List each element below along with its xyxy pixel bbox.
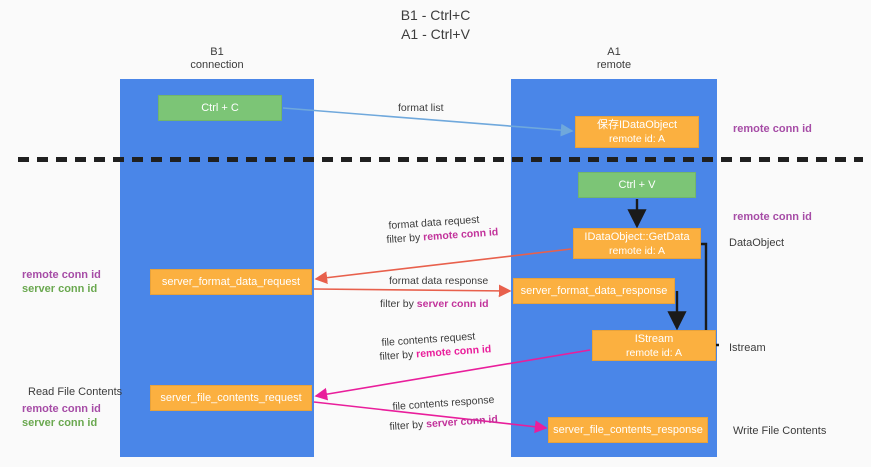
diagram-title: B1 - Ctrl+C A1 - Ctrl+V xyxy=(400,7,471,42)
annotation-left-conn-ids: remote conn id server conn id xyxy=(22,268,101,296)
annotation-remote-conn-id: remote conn id xyxy=(22,269,101,281)
node-server-file-contents-response[interactable]: server_file_contents_response xyxy=(548,417,708,443)
node-label: IStream xyxy=(634,332,674,345)
node-idataobject-getdata[interactable]: IDataObject::GetData remote id: A xyxy=(573,228,701,259)
annotation-write-file-contents: Write File Contents xyxy=(733,425,827,437)
filter-prefix: filter by xyxy=(379,348,417,363)
filter-key: remote conn id xyxy=(422,226,499,244)
edge-label-format-list: format list xyxy=(398,102,444,114)
column-header-a1: A1 remote xyxy=(596,46,632,71)
annotation-read-file-contents: Read File Contents xyxy=(28,386,123,398)
node-label: server_format_data_response xyxy=(520,285,668,297)
node-label: 保存IDataObject xyxy=(596,119,678,131)
node-ctrl-c[interactable]: Ctrl + C xyxy=(158,95,282,121)
node-label: Ctrl + C xyxy=(201,102,239,114)
node-istream[interactable]: IStream remote id: A xyxy=(592,330,716,361)
node-label: Ctrl + V xyxy=(618,179,656,191)
edge-label-format-data-response: format data response xyxy=(389,275,489,287)
column-header-b1: B1 connection xyxy=(190,46,244,71)
node-ctrl-v[interactable]: Ctrl + V xyxy=(578,172,696,198)
edge-label-file-contents-response: file contents response xyxy=(392,393,495,413)
node-label: server_format_data_request xyxy=(161,276,301,288)
annotation-left-conn-ids-2: remote conn id server conn id xyxy=(22,402,101,430)
filter-prefix: filter by xyxy=(380,298,417,310)
filter-prefix: filter by xyxy=(389,418,427,433)
phase-divider xyxy=(18,157,863,162)
annotation-remote-conn-id-2: remote conn id xyxy=(22,403,101,415)
filter-prefix: filter by xyxy=(386,231,424,246)
node-label: server_file_contents_request xyxy=(160,392,302,404)
node-label: IDataObject::GetData xyxy=(584,230,690,243)
annotation-server-conn-id-2: server conn id xyxy=(22,417,98,429)
filter-key: server conn id xyxy=(425,413,499,431)
filter-key: server conn id xyxy=(416,298,489,310)
annotation-remote-conn-id-mid: remote conn id xyxy=(733,211,812,223)
node-server-format-data-request[interactable]: server_format_data_request xyxy=(150,269,312,295)
edge-label-format-data-response-filter: filter by server conn id xyxy=(380,297,489,311)
node-server-file-contents-request[interactable]: server_file_contents_request xyxy=(150,385,312,411)
annotation-server-conn-id: server conn id xyxy=(22,283,98,295)
annotation-dataobject: DataObject xyxy=(729,237,785,249)
node-idataobject[interactable]: 保存IDataObject remote id: A xyxy=(575,116,699,148)
node-sublabel: remote id: A xyxy=(608,133,666,145)
node-sublabel: remote id: A xyxy=(608,244,666,257)
node-label: server_file_contents_response xyxy=(553,424,703,436)
edge-label-file-contents-response-filter: filter by server conn id xyxy=(389,412,498,434)
annotation-remote-conn-id-top: remote conn id xyxy=(733,123,812,135)
annotation-istream: Istream xyxy=(729,342,766,354)
filter-key: remote conn id xyxy=(415,343,492,361)
node-sublabel: remote id: A xyxy=(625,346,683,359)
node-server-format-data-response[interactable]: server_format_data_response xyxy=(513,278,675,304)
